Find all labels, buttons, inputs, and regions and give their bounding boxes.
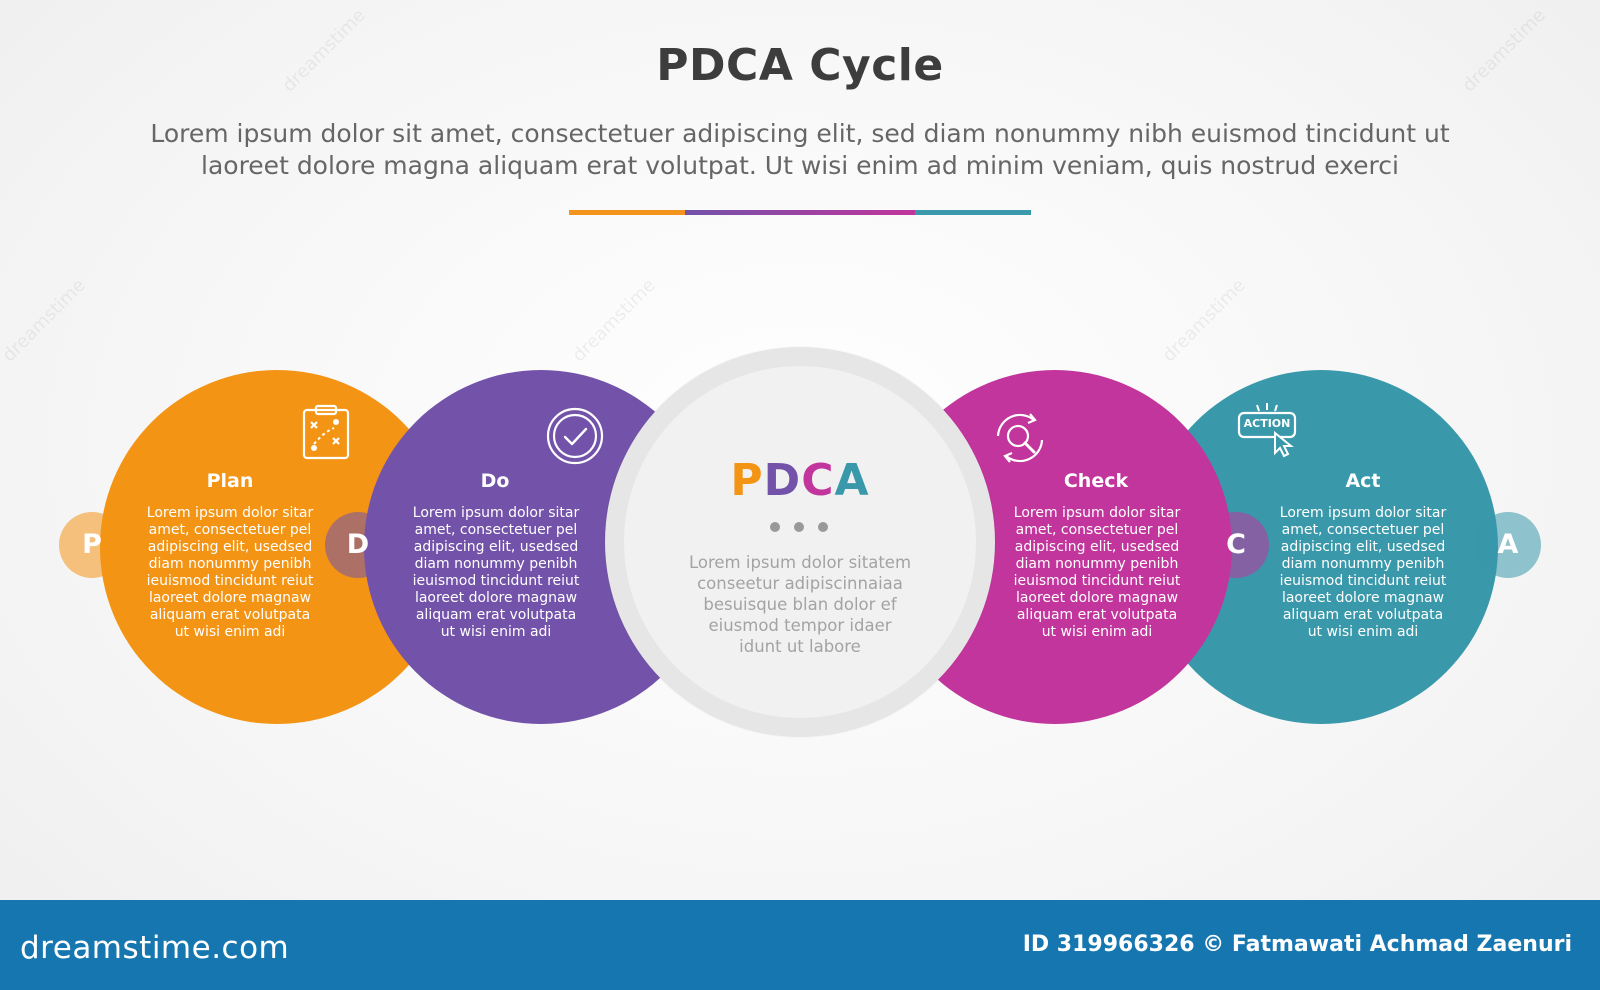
act-badge: A xyxy=(1475,512,1541,578)
check-text-line: ieuismod tincidunt reiut xyxy=(1013,573,1181,589)
plan-text-line: aliquam erat volutpata xyxy=(149,607,311,623)
action-button-icon: ACTION xyxy=(1237,403,1303,463)
title-underline-teal xyxy=(915,210,1031,215)
page-title: PDCA Cycle xyxy=(656,40,944,91)
act-text-line: amet, consectetuer pel xyxy=(1281,522,1445,538)
watermark-text: dreamstime xyxy=(568,274,660,367)
plan-text-line: adipiscing elit, usedsed xyxy=(147,539,313,555)
center-text-line: conseetur adipiscinnaiaa xyxy=(697,574,903,593)
plan-text-line: ut wisi enim adi xyxy=(174,624,286,640)
check-text-line: ut wisi enim adi xyxy=(1041,624,1153,640)
do-text-line: amet, consectetuer pel xyxy=(414,522,578,538)
page-subtitle: Lorem ipsum dolor sit amet, consectetuer… xyxy=(100,118,1500,182)
center-disc xyxy=(624,366,976,718)
center-dots xyxy=(770,522,830,532)
center-letter-p: P xyxy=(730,455,764,506)
watermark-text: dreamstime xyxy=(1158,274,1250,367)
dot xyxy=(770,522,780,532)
do-text-line: Lorem ipsum dolor sitar xyxy=(412,505,580,521)
check-badge: C xyxy=(1203,512,1269,578)
title-underline-orange xyxy=(569,210,685,215)
check-text-line: diam nonummy penibh xyxy=(1015,556,1179,572)
plan-text-line: diam nonummy penibh xyxy=(148,556,312,572)
check-text-line: adipiscing elit, usedsed xyxy=(1014,539,1180,555)
center-description: Lorem ipsum dolor sitatem conseetur adip… xyxy=(664,552,936,657)
act-text-line: ieuismod tincidunt reiut xyxy=(1279,573,1447,589)
check-text-line: laoreet dolore magnaw xyxy=(1015,590,1179,606)
title-underline-purple xyxy=(685,210,915,215)
subtitle-line-1: Lorem ipsum dolor sit amet, consectetuer… xyxy=(150,119,1450,148)
act-text-line: Lorem ipsum dolor sitar xyxy=(1279,505,1447,521)
check-title: Check xyxy=(1063,470,1129,492)
plan-badge: P xyxy=(59,512,125,578)
do-title: Do xyxy=(480,470,510,492)
center-text-line: eiusmod tempor idaer xyxy=(708,616,892,635)
plan-description: Lorem ipsum dolor sitar amet, consectetu… xyxy=(138,505,322,641)
center-text-line: idunt ut labore xyxy=(739,637,861,656)
act-text-line: diam nonummy penibh xyxy=(1281,556,1445,572)
check-circle-icon xyxy=(546,407,604,465)
action-icon-label: ACTION xyxy=(1243,417,1291,430)
check-text-line: Lorem ipsum dolor sitar xyxy=(1013,505,1181,521)
check-text-line: aliquam erat volutpata xyxy=(1016,607,1178,623)
plan-text-line: laoreet dolore magnaw xyxy=(148,590,312,606)
center-letter-d: D xyxy=(763,455,802,506)
center-text-line: Lorem ipsum dolor sitatem xyxy=(688,553,912,572)
do-text-line: diam nonummy penibh xyxy=(414,556,578,572)
plan-text-line: Lorem ipsum dolor sitar xyxy=(146,505,314,521)
dot xyxy=(818,522,828,532)
clipboard-strategy-icon xyxy=(302,404,350,460)
do-badge: D xyxy=(325,512,391,578)
act-text-line: ut wisi enim adi xyxy=(1307,624,1419,640)
do-text-line: adipiscing elit, usedsed xyxy=(413,539,579,555)
do-text-line: ieuismod tincidunt reiut xyxy=(412,573,580,589)
act-title: Act xyxy=(1345,470,1381,492)
plan-text-line: amet, consectetuer pel xyxy=(148,522,312,538)
dot xyxy=(794,522,804,532)
do-description: Lorem ipsum dolor sitar amet, consectetu… xyxy=(404,505,588,641)
action-button-shape xyxy=(1237,403,1297,458)
watermark-text: dreamstime xyxy=(0,274,90,367)
center-text-line: besuisque blan dolor ef xyxy=(703,595,897,614)
check-text-line: amet, consectetuer pel xyxy=(1015,522,1179,538)
do-text-line: laoreet dolore magnaw xyxy=(414,590,578,606)
search-refresh-icon xyxy=(996,413,1044,463)
act-description: Lorem ipsum dolor sitar amet, consectetu… xyxy=(1271,505,1455,641)
subtitle-line-2: laoreet dolore magna aliquam erat volutp… xyxy=(201,151,1399,180)
footer-logo: dreamstime.com xyxy=(20,930,290,966)
plan-title: Plan xyxy=(206,470,254,492)
plan-text-line: ieuismod tincidunt reiut xyxy=(146,573,314,589)
check-description: Lorem ipsum dolor sitar amet, consectetu… xyxy=(1005,505,1189,641)
do-text-line: ut wisi enim adi xyxy=(440,624,552,640)
do-text-line: aliquam erat volutpata xyxy=(415,607,577,623)
footer-credit: ID 319966326 © Fatmawati Achmad Zaenuri xyxy=(1022,932,1572,957)
footer-bar xyxy=(0,900,1600,990)
center-letter-c: C xyxy=(801,455,835,506)
act-text-line: laoreet dolore magnaw xyxy=(1281,590,1445,606)
center-letter-a: A xyxy=(834,455,870,506)
act-text-line: aliquam erat volutpata xyxy=(1282,607,1444,623)
act-text-line: adipiscing elit, usedsed xyxy=(1280,539,1446,555)
center-title: PDCA xyxy=(624,455,976,506)
